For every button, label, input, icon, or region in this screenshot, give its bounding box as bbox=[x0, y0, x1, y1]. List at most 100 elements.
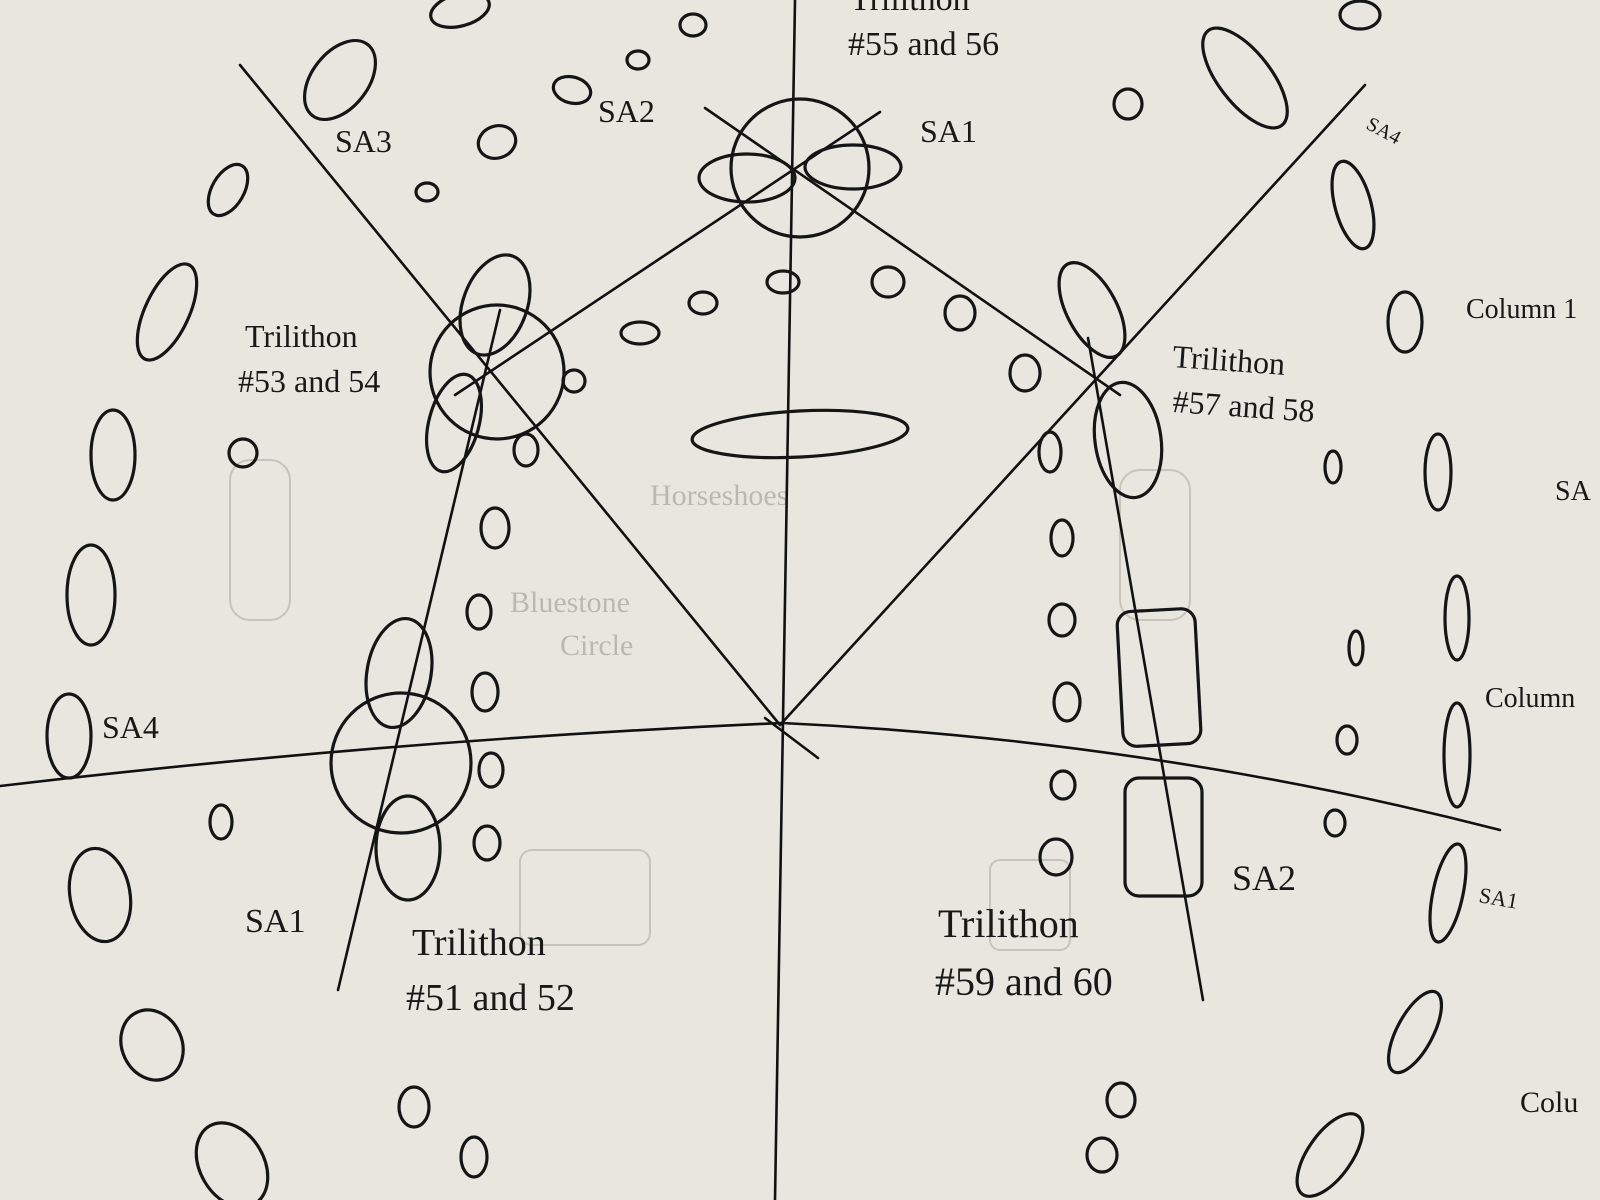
sa4-diagonal-line bbox=[778, 83, 1367, 727]
faint-label-horseshoes: Horseshoes bbox=[650, 479, 788, 512]
label-trilithon-55-56-number: #55 and 56 bbox=[848, 26, 999, 63]
bluestone bbox=[1049, 769, 1077, 801]
trilithon-53-stone bbox=[458, 253, 532, 357]
label-trilithon-55-56-title: Trilithon bbox=[850, 0, 970, 18]
label-trilithon-59-60-title: Trilithon bbox=[938, 901, 1079, 946]
outer-stone bbox=[302, 38, 378, 122]
outer-stone bbox=[1443, 574, 1471, 662]
bluestone bbox=[765, 269, 801, 295]
label-column-3: Colu bbox=[1520, 1086, 1578, 1119]
faint-label-circle: Circle bbox=[560, 629, 633, 662]
outer-stone bbox=[1386, 290, 1424, 354]
outer-stone bbox=[1386, 989, 1444, 1075]
bluestone bbox=[465, 593, 493, 631]
circle-trilithon-55-56 bbox=[729, 97, 871, 239]
label-sa2-top: SA2 bbox=[598, 93, 655, 129]
outer-stone bbox=[1338, 0, 1382, 31]
outer-stone bbox=[65, 543, 117, 647]
faint-background-print: Bluestone Circle Horseshoes bbox=[229, 459, 1191, 951]
bluestone bbox=[1047, 602, 1077, 638]
outer-stone bbox=[194, 1121, 270, 1200]
label-trilithon-53-54-title: Trilithon bbox=[245, 318, 358, 354]
bluestone bbox=[1347, 629, 1365, 667]
sa1-left-line bbox=[336, 308, 502, 992]
trilithon-52-stone bbox=[374, 794, 442, 902]
bluestone bbox=[459, 1135, 489, 1179]
label-sa-margin: SA bbox=[1555, 476, 1592, 507]
label-sa3: SA3 bbox=[335, 123, 392, 159]
label-sa1-bottom: SA1 bbox=[245, 903, 305, 940]
outer-stone bbox=[1442, 701, 1472, 809]
bluestone bbox=[870, 265, 906, 299]
trilithon-51-stone bbox=[364, 616, 434, 730]
bluestone bbox=[479, 506, 511, 550]
bluestone bbox=[476, 124, 518, 160]
bluestone bbox=[1052, 681, 1082, 723]
trilithon-57-stone bbox=[1057, 261, 1127, 359]
bluestones bbox=[208, 12, 1365, 1179]
bluestone bbox=[397, 1085, 431, 1129]
label-trilithon-59-60-number: #59 and 60 bbox=[935, 959, 1113, 1004]
outer-stone bbox=[429, 0, 491, 29]
label-sa-edge-right: SA1 bbox=[1477, 882, 1520, 913]
bluestone bbox=[227, 437, 259, 469]
trilithon-54-stone bbox=[425, 372, 483, 474]
intersection-circles bbox=[329, 97, 871, 835]
bluestone bbox=[1112, 87, 1144, 121]
bluestone bbox=[1008, 353, 1042, 393]
bluestone bbox=[1049, 518, 1075, 558]
center-cross-mark bbox=[763, 716, 820, 760]
outer-stone bbox=[135, 262, 199, 362]
circle-trilithon-51-52 bbox=[329, 691, 473, 835]
bluestone bbox=[678, 12, 708, 38]
outer-stone bbox=[1428, 842, 1468, 944]
trilithon-55-stone bbox=[697, 152, 797, 204]
sa-curved-line bbox=[0, 721, 1502, 832]
bluestone bbox=[1105, 1081, 1137, 1119]
bluestone bbox=[1085, 1136, 1119, 1174]
outer-stone bbox=[89, 408, 137, 502]
bluestone bbox=[1037, 430, 1063, 474]
bluestone bbox=[470, 671, 500, 713]
bluestone bbox=[561, 368, 587, 394]
trilithon-stones bbox=[364, 143, 1204, 902]
outer-stone bbox=[206, 162, 250, 218]
bluestone bbox=[1335, 724, 1359, 756]
trilithon-56-stone bbox=[803, 143, 903, 191]
sa2-top-line bbox=[703, 106, 1122, 397]
bluestone bbox=[1038, 837, 1074, 877]
outer-stone bbox=[1201, 26, 1289, 130]
outer-stone-ring bbox=[45, 0, 1472, 1200]
bluestone bbox=[551, 74, 593, 106]
outer-stone bbox=[45, 692, 93, 780]
sa2-right-line bbox=[1086, 336, 1205, 1002]
circle-trilithon-53-54 bbox=[428, 303, 566, 441]
bluestone bbox=[477, 751, 505, 789]
bluestone bbox=[619, 320, 661, 346]
label-trilithon-51-52-number: #51 and 52 bbox=[406, 977, 575, 1019]
label-trilithon-57-58-title: Trilithon bbox=[1172, 338, 1287, 382]
trilithon-59-stone bbox=[1115, 607, 1203, 748]
trilithon-58-stone bbox=[1092, 380, 1164, 500]
center-axis-line bbox=[773, 0, 797, 1200]
bluestone bbox=[208, 803, 234, 841]
bluestone bbox=[687, 290, 719, 316]
bluestone bbox=[625, 49, 651, 71]
outer-stone bbox=[1423, 432, 1453, 512]
bluestone bbox=[472, 824, 502, 862]
altar-stone bbox=[690, 408, 910, 460]
construction-lines bbox=[0, 0, 1502, 1200]
trilithon-60-stone bbox=[1123, 776, 1204, 898]
sa3-diagonal-line bbox=[238, 63, 782, 727]
bluestone bbox=[414, 181, 440, 203]
outer-stone bbox=[67, 846, 133, 944]
label-sa2-bottom: SA2 bbox=[1232, 858, 1296, 898]
label-sa4-right: SA4 bbox=[1363, 113, 1405, 149]
bluestone bbox=[512, 432, 540, 468]
faint-label-bluestone: Bluestone bbox=[510, 586, 630, 619]
outer-stone bbox=[119, 1008, 185, 1082]
label-sa1-top: SA1 bbox=[920, 113, 977, 149]
outer-stone bbox=[1330, 159, 1376, 251]
bluestone bbox=[1323, 808, 1347, 838]
